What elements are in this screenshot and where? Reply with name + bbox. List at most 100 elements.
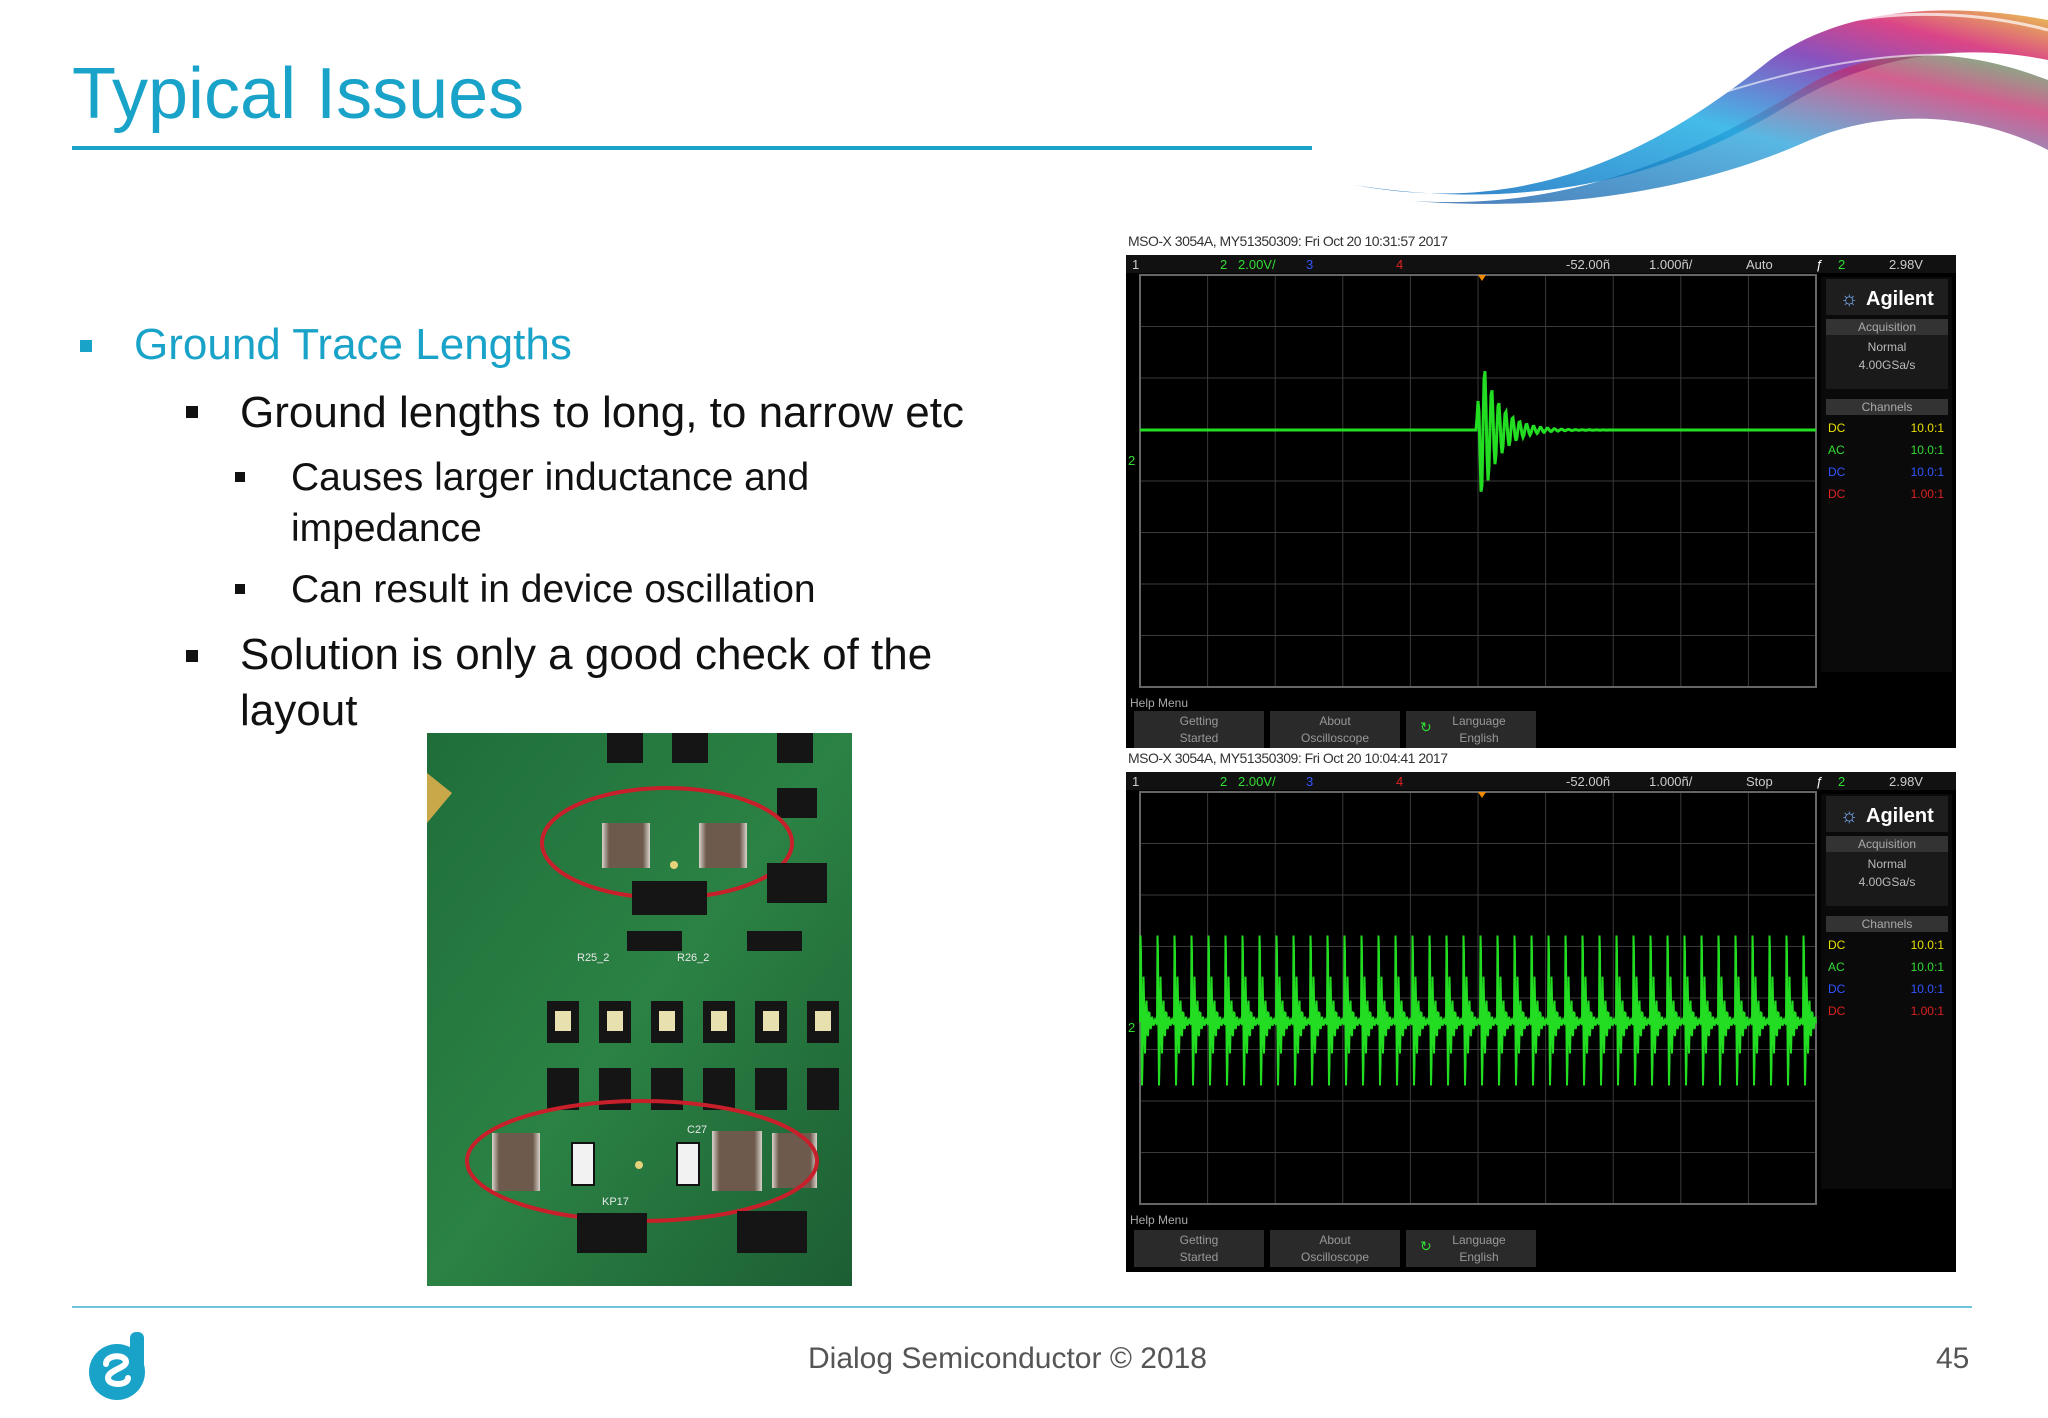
channel-coupling: AC: [1828, 960, 1845, 974]
softkey-label: English: [1459, 731, 1498, 745]
dialog-logo-icon: [89, 1332, 145, 1400]
status-volts-div: 2.00V/: [1238, 774, 1276, 789]
status-trigger-level: 2.98V: [1889, 774, 1923, 789]
bullet-marker: [80, 340, 92, 352]
bullet-sub1-line2: impedance: [291, 507, 482, 550]
page-title: Typical Issues: [72, 54, 525, 134]
softkey-label: About: [1319, 1233, 1351, 1247]
status-ch2: 2: [1220, 257, 1227, 272]
channel-coupling: DC: [1828, 982, 1846, 996]
scope-brand: Agilent: [1866, 288, 1934, 310]
status-time-div: 1.000ñ/: [1649, 774, 1693, 789]
softkey-about-oscilloscope[interactable]: [1270, 1230, 1400, 1267]
status-trigger-level: 2.98V: [1889, 257, 1923, 272]
status-time-div: 1.000ñ/: [1649, 257, 1693, 272]
channel-probe: 10.0:1: [1911, 465, 1945, 479]
softkey-language[interactable]: [1406, 711, 1536, 748]
status-ch1: 1: [1132, 774, 1139, 789]
status-trigger-mode: Stop: [1746, 774, 1773, 789]
scope-header: MSO-X 3054A, MY51350309: Fri Oct 20 10:3…: [1128, 233, 1448, 249]
bullet-marker: [235, 584, 245, 594]
softkey-label: Getting: [1180, 1233, 1219, 1247]
channel-probe: 1.00:1: [1911, 487, 1945, 501]
channel-coupling: DC: [1828, 487, 1846, 501]
status-ch4: 4: [1396, 774, 1403, 789]
softkey-label: Started: [1180, 731, 1219, 745]
softkey-label: Language: [1452, 714, 1506, 728]
channel-probe: 10.0:1: [1911, 938, 1945, 952]
acq-label: Acquisition: [1858, 837, 1916, 851]
svg-text:ƒ: ƒ: [1816, 257, 1823, 272]
oscilloscope-screenshot-bottom: MSO-X 3054A, MY51350309: Fri Oct 20 10:0…: [1124, 750, 1958, 1273]
pcb-label: C27: [687, 1124, 707, 1136]
status-ch2: 2: [1220, 774, 1227, 789]
channel-coupling: DC: [1828, 465, 1846, 479]
softkey-label: Started: [1180, 1250, 1219, 1264]
channel-probe: 10.0:1: [1911, 443, 1945, 457]
channel-probe: 10.0:1: [1911, 982, 1945, 996]
bullet-marker: [235, 472, 245, 482]
bullet-sub2: Can result in device oscillation: [291, 568, 816, 611]
bullet-item2-line2: layout: [240, 686, 358, 735]
channel-probe: 1.00:1: [1911, 1004, 1945, 1018]
softkey-about-oscilloscope[interactable]: [1270, 711, 1400, 748]
page-number: 45: [1936, 1342, 1970, 1375]
acq-mode: Normal: [1868, 340, 1907, 354]
refresh-icon: ↻: [1420, 719, 1432, 735]
svg-text:2: 2: [1128, 1020, 1135, 1035]
channel-coupling: DC: [1828, 1004, 1846, 1018]
scope-trace: [1140, 371, 1816, 492]
softkey-getting-started[interactable]: [1134, 711, 1264, 748]
status-delay: -52.00ñ: [1566, 774, 1610, 789]
scope-trace: [1139, 935, 1817, 1086]
bullet-item1: Ground lengths to long, to narrow etc: [240, 388, 964, 437]
svg-text:☼: ☼: [1840, 805, 1858, 827]
channels-label: Channels: [1862, 400, 1913, 414]
status-trigger-ch: 2: [1838, 774, 1845, 789]
softkey-getting-started[interactable]: [1134, 1230, 1264, 1267]
status-ch1: 1: [1132, 257, 1139, 272]
footer-divider: [72, 1306, 1972, 1308]
acq-label: Acquisition: [1858, 320, 1916, 334]
oscilloscope-screenshot-top: MSO-X 3054A, MY51350309: Fri Oct 20 10:3…: [1124, 233, 1958, 748]
status-ch4: 4: [1396, 257, 1403, 272]
bullet-item2-line1: Solution is only a good check of the: [240, 630, 933, 679]
softkey-label: About: [1319, 714, 1351, 728]
acq-rate: 4.00GSa/s: [1859, 875, 1916, 889]
softkey-label: Oscilloscope: [1301, 1250, 1369, 1264]
pcb-label: KP17: [602, 1196, 629, 1208]
channel-probe: 10.0:1: [1911, 960, 1945, 974]
help-menu-label: Help Menu: [1130, 1213, 1188, 1227]
decorative-swoosh: [1355, 10, 2048, 204]
svg-text:2: 2: [1128, 453, 1135, 468]
bullet-level1: Ground Trace Lengths: [134, 320, 572, 369]
channels-label: Channels: [1862, 917, 1913, 931]
channel-coupling: DC: [1828, 938, 1846, 952]
scope-brand: Agilent: [1866, 805, 1934, 827]
status-delay: -52.00ñ: [1566, 257, 1610, 272]
softkey-label: Language: [1452, 1233, 1506, 1247]
footer-copyright: Dialog Semiconductor © 2018: [808, 1342, 1207, 1375]
softkey-label: Getting: [1180, 714, 1219, 728]
status-trigger-ch: 2: [1838, 257, 1845, 272]
softkey-label: Oscilloscope: [1301, 731, 1369, 745]
scope-display: 1 2 2.00V/ 3 4 -52.00ñ 1.000ñ/ Stop ƒ 2 …: [1126, 772, 1956, 1272]
status-ch3: 3: [1306, 257, 1313, 272]
softkey-label: English: [1459, 1250, 1498, 1264]
bullet-sub1-line1: Causes larger inductance and: [291, 456, 810, 499]
pcb-label: R25_2: [577, 952, 609, 964]
pcb-photo: R25_2 R26_2 C27 KP17: [427, 733, 852, 1286]
pcb-label: R26_2: [677, 952, 709, 964]
title-underline: [72, 146, 1312, 150]
softkey-language[interactable]: [1406, 1230, 1536, 1267]
svg-text:ƒ: ƒ: [1816, 774, 1823, 789]
status-trigger-mode: Auto: [1746, 257, 1773, 272]
status-ch3: 3: [1306, 774, 1313, 789]
channel-probe: 10.0:1: [1911, 421, 1945, 435]
svg-text:☼: ☼: [1840, 288, 1858, 310]
scope-header: MSO-X 3054A, MY51350309: Fri Oct 20 10:0…: [1128, 750, 1448, 766]
bullet-marker: [186, 650, 198, 662]
scope-display: 1 2 2.00V/ 3 4 -52.00ñ 1.000ñ/ Auto ƒ 2 …: [1126, 255, 1956, 748]
channel-coupling: AC: [1828, 443, 1845, 457]
status-volts-div: 2.00V/: [1238, 257, 1276, 272]
